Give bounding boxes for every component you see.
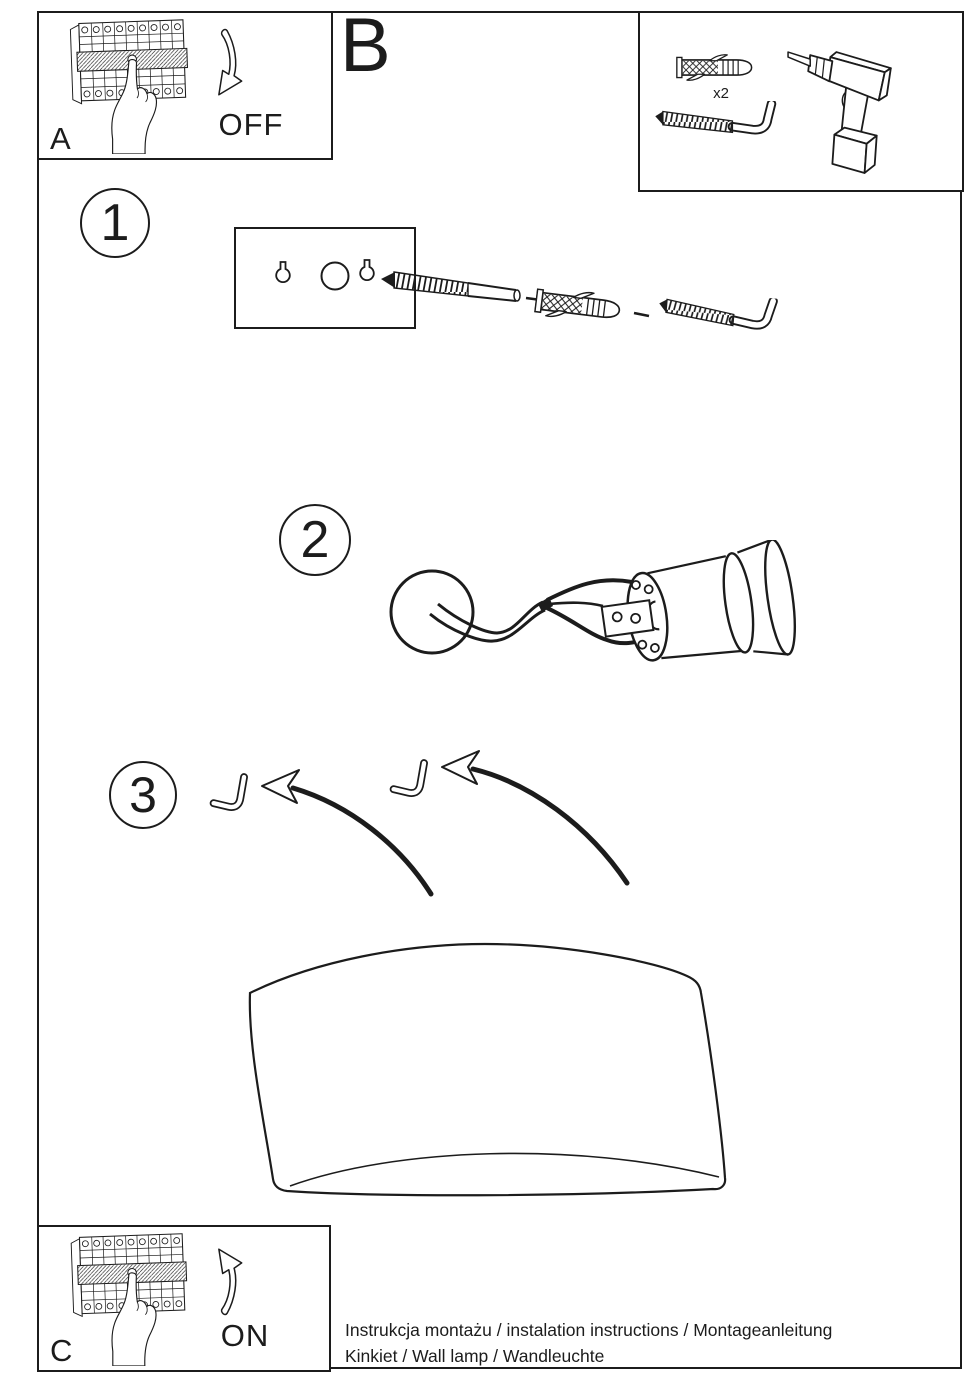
step-3-badge: 3 xyxy=(109,761,177,829)
curved-arrow-up-icon xyxy=(209,1240,247,1320)
switch-state-label: ON xyxy=(220,1318,270,1353)
curved-arrow-down-icon xyxy=(209,24,247,104)
panel-letter-label: A xyxy=(50,121,71,156)
footer-line-1: Instrukcja montażu / instalation instruc… xyxy=(345,1320,833,1340)
cable-hole xyxy=(320,261,350,291)
hook-tip-left-icon xyxy=(214,777,244,807)
circuit-breaker-and-hand-figure xyxy=(63,13,189,154)
lamp-socket xyxy=(600,540,797,662)
wall-plug-quantity: x2 xyxy=(713,85,729,102)
keyhole-slot-right xyxy=(359,259,375,282)
lamp-shade-figure xyxy=(248,942,727,1197)
step-2-number: 2 xyxy=(300,511,330,569)
terminal-block xyxy=(600,599,655,638)
wall-plug-step1 xyxy=(533,285,622,326)
step-1-badge: 1 xyxy=(80,188,150,258)
drill-icon xyxy=(786,43,912,179)
hook-screw-step1 xyxy=(658,291,773,329)
footer-line-2: Kinkiet / Wall lamp / Wandleuchte xyxy=(345,1345,605,1366)
hook-tip-right-icon xyxy=(394,763,424,793)
footer-captions: Instrukcja montażu / instalation instruc… xyxy=(345,1318,832,1369)
parts-section-label: B xyxy=(340,3,391,88)
step-2-badge: 2 xyxy=(279,504,351,576)
step-2-wiring-figure xyxy=(389,540,797,662)
breaker-off-panel: OFF A xyxy=(37,11,333,160)
step-1-number: 1 xyxy=(100,194,130,252)
curved-arrow-left xyxy=(290,785,434,897)
switch-state-label: OFF xyxy=(218,107,284,142)
breaker-on-panel: ON C xyxy=(37,1225,331,1372)
step-3-hanging-figure xyxy=(200,750,630,897)
drill-bit xyxy=(381,271,521,302)
panel-letter-label: C xyxy=(50,1333,73,1368)
arrowhead-left-icon xyxy=(261,769,300,804)
wire-junction xyxy=(538,597,553,612)
wall-plug-icon xyxy=(676,53,760,82)
keyhole-slot-left xyxy=(275,261,291,284)
curved-arrow-right xyxy=(470,766,630,886)
circuit-breaker-and-hand-figure xyxy=(63,1227,189,1366)
shade-opening-edge xyxy=(289,1152,720,1187)
step-3-number: 3 xyxy=(129,767,157,823)
parts-box: x2 xyxy=(638,11,964,192)
hook-screw-icon xyxy=(654,101,788,141)
page-frame xyxy=(37,11,962,1369)
shade-body xyxy=(248,942,727,1197)
step-1-mounting-figure xyxy=(234,227,795,351)
wire-coil xyxy=(389,569,475,655)
arrowhead-right-icon xyxy=(441,750,480,785)
